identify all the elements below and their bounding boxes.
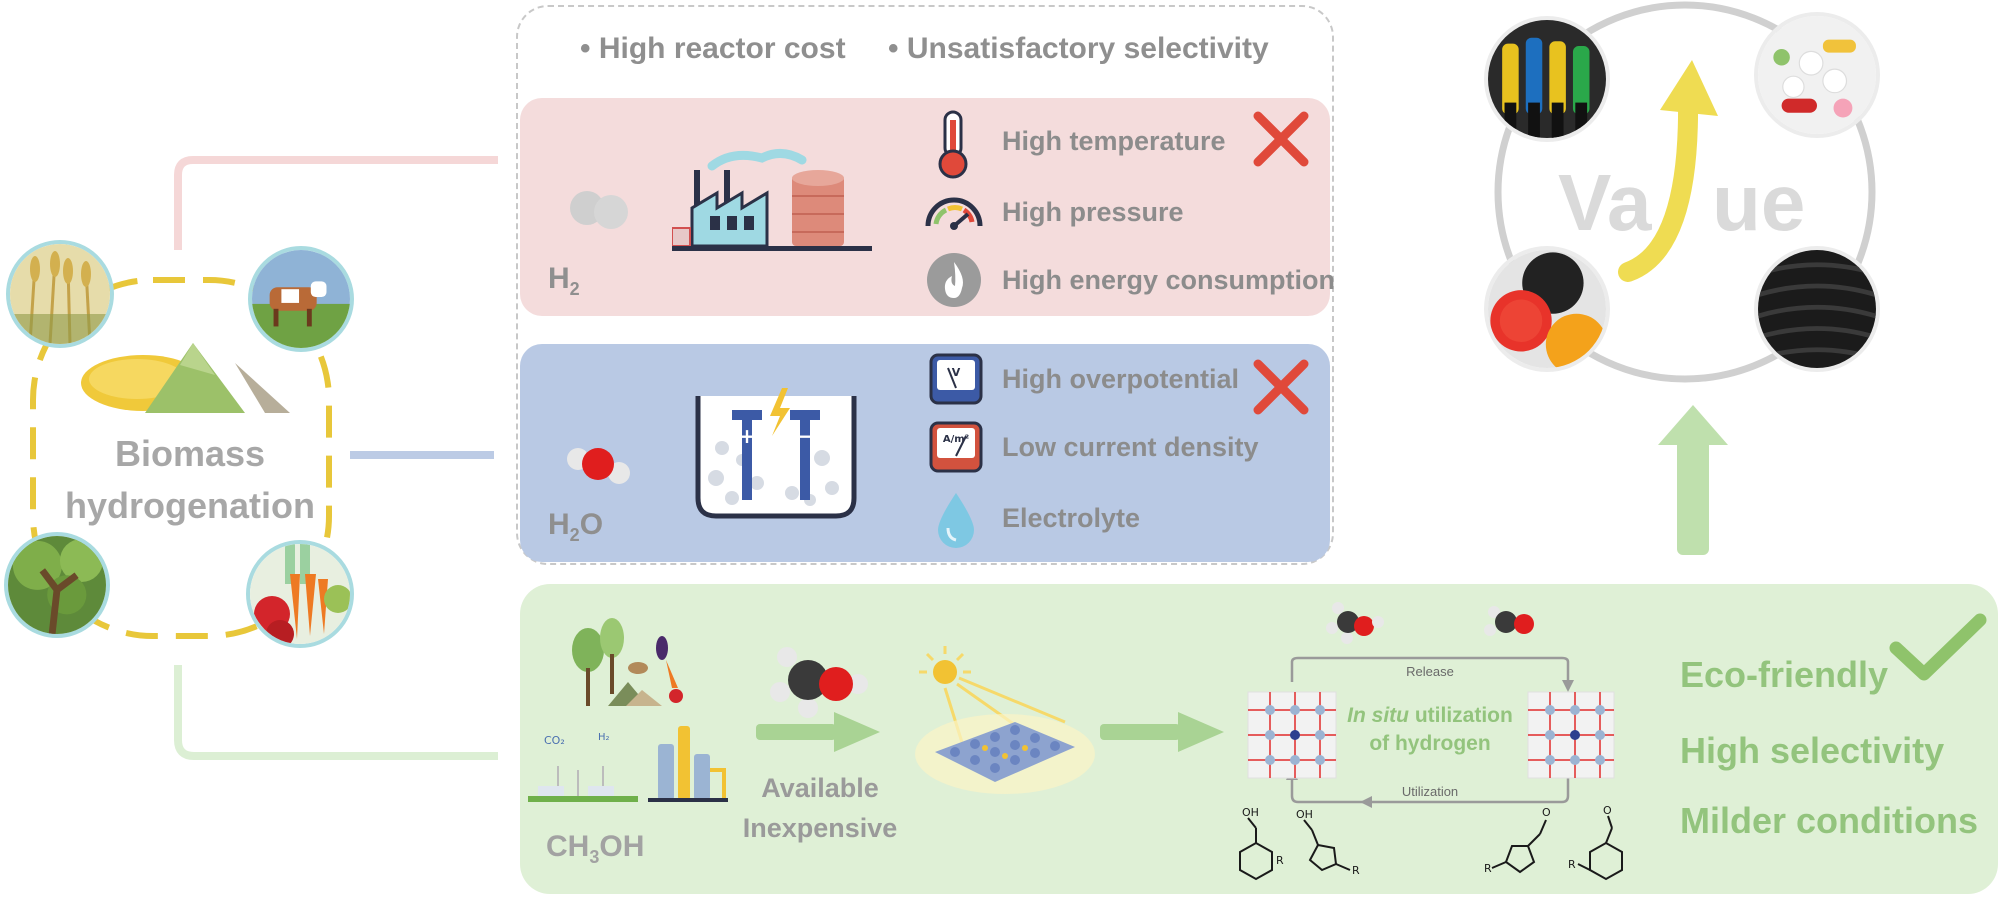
h2-drawback-energy: High energy consumption [1002,265,1336,295]
h2o-formula: H2O [548,508,604,545]
chem-oh-1: OH [1242,806,1259,819]
chem-o-1: O [1542,806,1551,819]
arrow-icon [1100,712,1224,752]
chem-r-3: R [1484,862,1492,875]
thermometer-icon [938,110,968,179]
feature-inexpensive: Inexpensive [742,813,898,843]
hydrogen-cycle-diagram: Release Utilization [1247,602,1615,808]
insitu-label: In situ utilization of hydrogen [1325,702,1535,758]
insitu-rest: utilization [1409,704,1513,727]
h2o-drawback-current: Low current density [1002,432,1259,462]
arrow-icon [756,712,880,752]
h2o-panel [520,344,1330,562]
value-text-right: ue [1712,158,1805,247]
chem-r-4: R [1568,858,1576,871]
conventional-methods-frame [516,5,1334,565]
h2-panel [520,98,1330,316]
voltmeter-label: V [952,366,961,379]
release-label: Release [1406,664,1454,679]
h2-drawback-temperature: High temperature [1002,126,1226,156]
co2-label: CO₂ [544,734,565,747]
pills-photo [1754,12,1880,138]
methanol-molecule-icon [770,647,868,718]
biomass-dashed-circle [30,277,332,639]
cathode-minus: − [797,424,814,448]
biomass-sources-icon [572,618,683,706]
drawback-reactor-cost: • High reactor cost [580,32,846,65]
cows-photo [248,246,354,352]
factory-icon [672,149,872,251]
value-circle: Va ue [1494,1,1876,383]
pigments-photo [1484,246,1610,372]
vegetables-photo [246,540,354,648]
ammeter-icon: A/m² [929,421,983,473]
chem-o-2: O [1603,804,1612,817]
voltmeter-icon: V [929,353,983,405]
flame-icon [927,253,981,307]
utilization-label: Utilization [1402,784,1458,799]
biomass-label-line2: hydrogenation [65,485,315,526]
anode-plus: + [739,424,756,448]
advantage-selectivity: High selectivity [1680,730,1945,771]
chem-oh-2: OH [1296,808,1313,821]
value-text-left: Va [1558,158,1652,247]
check-icon [1889,613,1987,681]
h2o-drawback-overpotential: High overpotential [1002,364,1240,394]
chem-r-1: R [1276,854,1284,867]
cross-icon [1253,359,1309,415]
h2-formula: H2 [548,262,580,299]
h2-molecule-icon [570,191,628,229]
h2o-molecule-icon [567,448,630,484]
h2-small-label: H₂ [598,732,610,743]
drawback-selectivity: • Unsatisfactory selectivity [888,32,1269,65]
methanol-features: Available Inexpensive [740,768,900,848]
biomass-label-line1: Biomass [114,433,266,474]
co2-h2-sources-icon: CO₂ H₂ [528,732,638,802]
ammeter-label: A/m² [943,434,969,445]
fuel-nozzles-photo [1484,16,1610,142]
methanol-formula: CH3OH [546,830,645,867]
tires-photo [1754,246,1880,372]
biomass-label: Biomass hydrogenation [50,428,330,532]
h2-drawback-pressure: High pressure [1002,197,1184,227]
insitu-italic: In situ [1347,704,1409,727]
feature-available: Available [761,773,879,803]
water-drop-icon [938,493,974,548]
advantage-milder-conditions: Milder conditions [1680,800,1979,841]
chem-r-2: R [1352,864,1360,877]
photocatalyst-sun-icon [915,646,1095,794]
pressure-gauge-icon [925,197,983,230]
tree-photo [4,532,110,638]
insitu-line2: of hydrogen [1369,732,1491,755]
biomass-piles-illustration [81,343,290,413]
wheat-photo [6,240,114,348]
advantage-eco-friendly: Eco-friendly [1680,654,1889,695]
chemical-structures: OH OH R R R R O O [1239,804,1623,881]
h2o-drawback-electrolyte: Electrolyte [1002,503,1141,533]
cross-icon [1253,111,1309,167]
electrolyzer-icon: + − [695,388,857,519]
refinery-icon [648,726,728,802]
